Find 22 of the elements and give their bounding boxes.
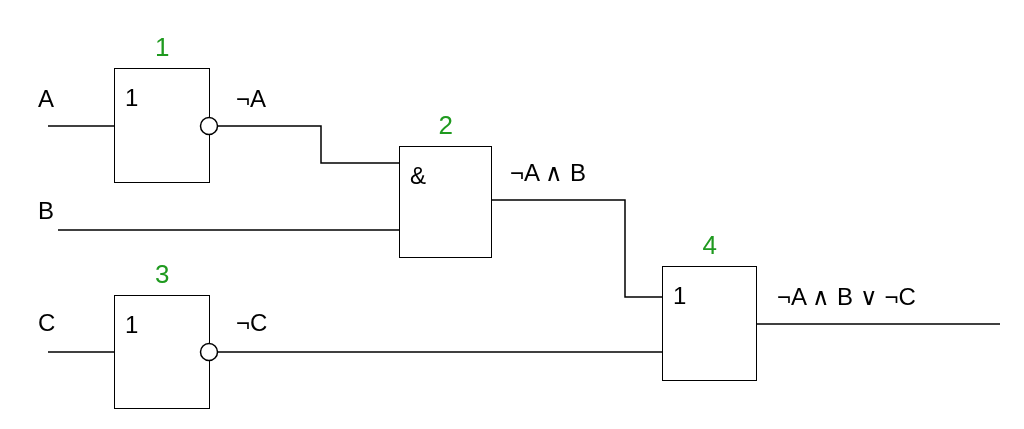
signal-label: ¬A ∧ B bbox=[510, 160, 587, 186]
logic-gate: 1 bbox=[114, 295, 210, 409]
gate-number: 1 bbox=[155, 34, 170, 60]
logic-gate: & bbox=[399, 146, 492, 258]
signal-label: ¬A ∧ B ∨ ¬C bbox=[777, 284, 916, 310]
logic-gate: 1 bbox=[662, 266, 757, 381]
input-label: C bbox=[38, 310, 56, 336]
wire bbox=[47, 125, 115, 127]
gate-number: 3 bbox=[155, 261, 170, 287]
logic-gate: 1 bbox=[114, 68, 210, 183]
wire bbox=[756, 323, 1001, 325]
wire bbox=[199, 342, 663, 362]
wire bbox=[47, 351, 115, 353]
input-label: B bbox=[38, 198, 54, 224]
signal-label: ¬A bbox=[236, 86, 267, 112]
gate-number: 2 bbox=[438, 112, 453, 138]
wire bbox=[57, 229, 400, 231]
wire bbox=[199, 116, 400, 164]
gate-number: 4 bbox=[702, 232, 717, 258]
input-label: A bbox=[38, 86, 54, 112]
wire bbox=[491, 199, 663, 298]
signal-label: ¬C bbox=[236, 310, 268, 336]
